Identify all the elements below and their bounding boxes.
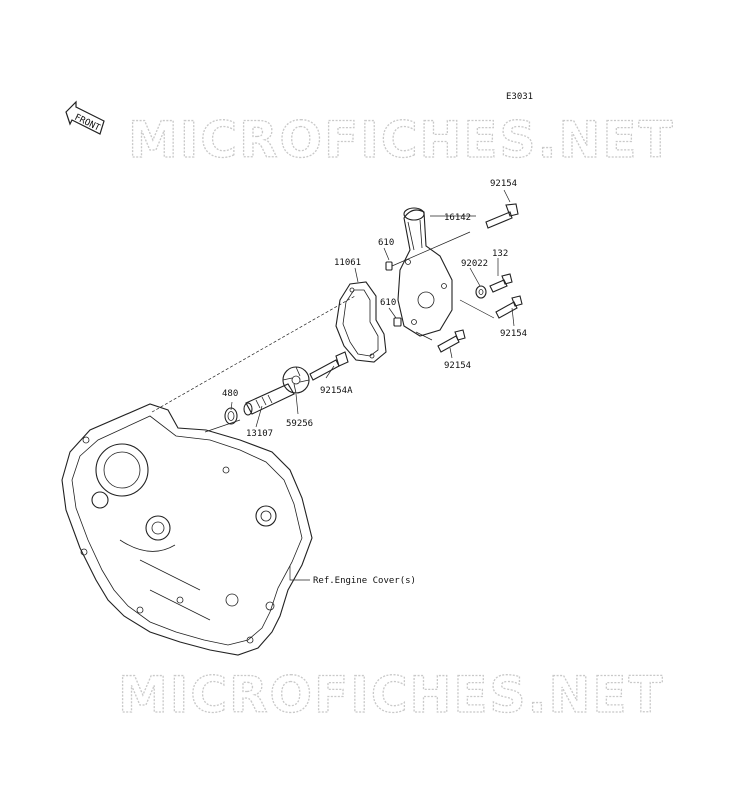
label-59256: 59256 <box>286 419 313 429</box>
label-92154A: 92154A <box>320 386 353 396</box>
shaft-13107 <box>243 383 295 416</box>
pump-cover-16142 <box>397 207 453 337</box>
label-92154-bottom: 92154 <box>444 361 471 371</box>
front-arrow-icon: FRONT <box>65 100 105 135</box>
bolt-92154-bottom <box>437 329 466 353</box>
watermark-top: MICROFICHES.NET <box>128 111 675 169</box>
impeller-59256 <box>282 366 310 394</box>
bolt-92154-right <box>495 295 523 319</box>
label-610-top: 610 <box>378 238 394 248</box>
label-92154-top: 92154 <box>490 179 517 189</box>
label-610-bottom: 610 <box>380 298 396 308</box>
label-13107: 13107 <box>246 429 273 439</box>
engine-cover <box>61 403 313 656</box>
washer-92022 <box>475 285 487 299</box>
dowel-pin-610-top <box>385 261 393 271</box>
gasket-11061 <box>335 281 387 363</box>
label-11061: 11061 <box>334 258 361 268</box>
diagram-code: E3031 <box>506 92 533 102</box>
label-92022: 92022 <box>461 259 488 269</box>
bolt-132 <box>489 273 513 293</box>
dowel-pin-610-bottom <box>393 317 402 327</box>
bolt-92154-top <box>485 203 519 229</box>
label-132: 132 <box>492 249 508 259</box>
label-480: 480 <box>222 389 238 399</box>
label-16142: 16142 <box>444 213 471 223</box>
label-ref-engine-cover: Ref.Engine Cover(s) <box>313 576 416 586</box>
watermark-bottom: MICROFICHES.NET <box>118 666 665 724</box>
bolt-92154A <box>309 351 349 381</box>
oil-seal-480 <box>224 407 238 425</box>
label-92154-right: 92154 <box>500 329 527 339</box>
